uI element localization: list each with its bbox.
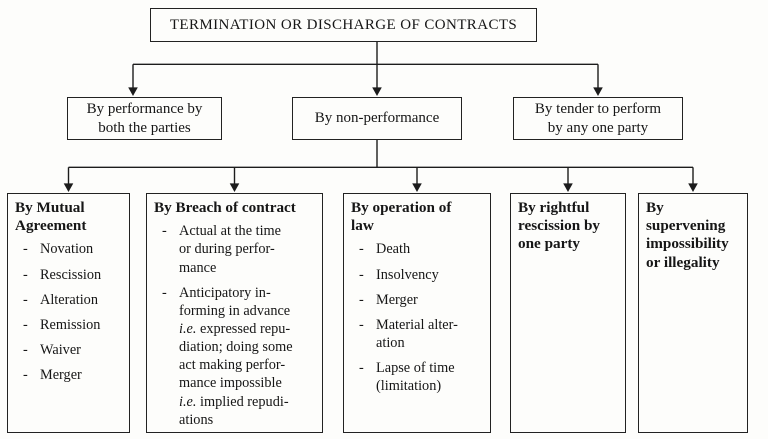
list-item: - Waiver [23,341,122,359]
dash-bullet: - [359,291,364,308]
arrow-down-icon [372,87,382,96]
branch-heading: By rightful rescission by one party [518,199,600,253]
dash-bullet: - [23,367,28,384]
arrow-down-icon [688,183,698,192]
dash-bullet: - [23,316,28,333]
branch-heading: By supervening impossibility or illegali… [646,199,729,271]
node-supervening-impossibility: By supervening impossibility or illegali… [638,193,748,433]
branch-item-list: - Death - Insolvency - Merger - Material… [351,240,483,395]
arrow-down-icon [593,87,603,96]
list-item: - Rescission [23,266,122,284]
dash-bullet: - [359,316,364,333]
dash-bullet: - [23,241,28,258]
node-by-performance: By performance by both the parties [67,97,222,140]
arrow-down-icon [563,183,573,192]
node-label: By performance by both the parties [86,100,203,136]
list-item-text: Material alter- ation [376,316,458,352]
list-item: - Insolvency [359,266,483,284]
dash-bullet: - [162,223,167,240]
node-label: By non-performance [314,110,440,127]
list-item-text: Remission [40,316,101,333]
list-item: - Alteration [23,291,122,309]
arrow-down-icon [229,183,240,192]
dash-bullet: - [359,360,364,377]
list-item: - Material alter- ation [359,316,483,352]
arrow-down-icon [128,87,138,96]
list-item: - Actual at the time or during perfor- m… [162,222,315,276]
list-item: - Novation [23,240,122,258]
root-title: TERMINATION OR DISCHARGE OF CONTRACTS [169,16,518,33]
dash-bullet: - [359,241,364,258]
arrow-down-icon [63,183,74,192]
list-item: - Death [359,240,483,258]
node-operation-of-law: By operation of law - Death - Insolvency… [343,193,491,433]
node-root: TERMINATION OR DISCHARGE OF CONTRACTS [150,8,537,42]
list-item-text: Merger [40,367,82,384]
node-label: By tender to perform by any one party [534,100,662,136]
node-breach-of-contract: By Breach of contract - Actual at the ti… [146,193,323,433]
list-item-text: Novation [40,241,94,258]
list-item: - Merger [23,366,122,384]
branch-heading: By Breach of contract [154,199,296,216]
branch-item-list: - Actual at the time or during perfor- m… [154,222,315,429]
list-item: - Anticipatory in- forming in advance i.… [162,284,315,429]
list-item-text: Lapse of time (limitation) [376,360,455,395]
dash-bullet: - [359,266,364,283]
list-item-text: Actual at the time or during perfor- man… [179,223,282,276]
list-item: - Lapse of time (limitation) [359,359,483,395]
node-rightful-rescission: By rightful rescission by one party [510,193,626,433]
arrow-down-icon [412,183,422,192]
node-by-non-performance: By non-performance [292,97,462,140]
list-item-text: Rescission [40,266,102,283]
list-item-text: Alteration [40,291,98,308]
list-item-text: Death [376,241,411,258]
dash-bullet: - [162,284,167,301]
list-item-text: Waiver [40,342,81,359]
branch-item-list: - Novation - Rescission - Alteration - R… [15,240,122,384]
list-item-text: Anticipatory in- forming in advance i.e.… [179,284,293,428]
node-mutual-agreement: By Mutual Agreement - Novation - Resciss… [7,193,130,433]
list-item: - Remission [23,316,122,334]
node-by-tender: By tender to perform by any one party [513,97,683,140]
dash-bullet: - [23,266,28,283]
branch-heading: By Mutual Agreement [15,199,87,235]
dash-bullet: - [23,291,28,308]
list-item-text: Merger [376,291,418,308]
branch-heading: By operation of law [351,199,452,235]
list-item-text: Insolvency [376,266,439,283]
list-item: - Merger [359,291,483,309]
dash-bullet: - [23,342,28,359]
